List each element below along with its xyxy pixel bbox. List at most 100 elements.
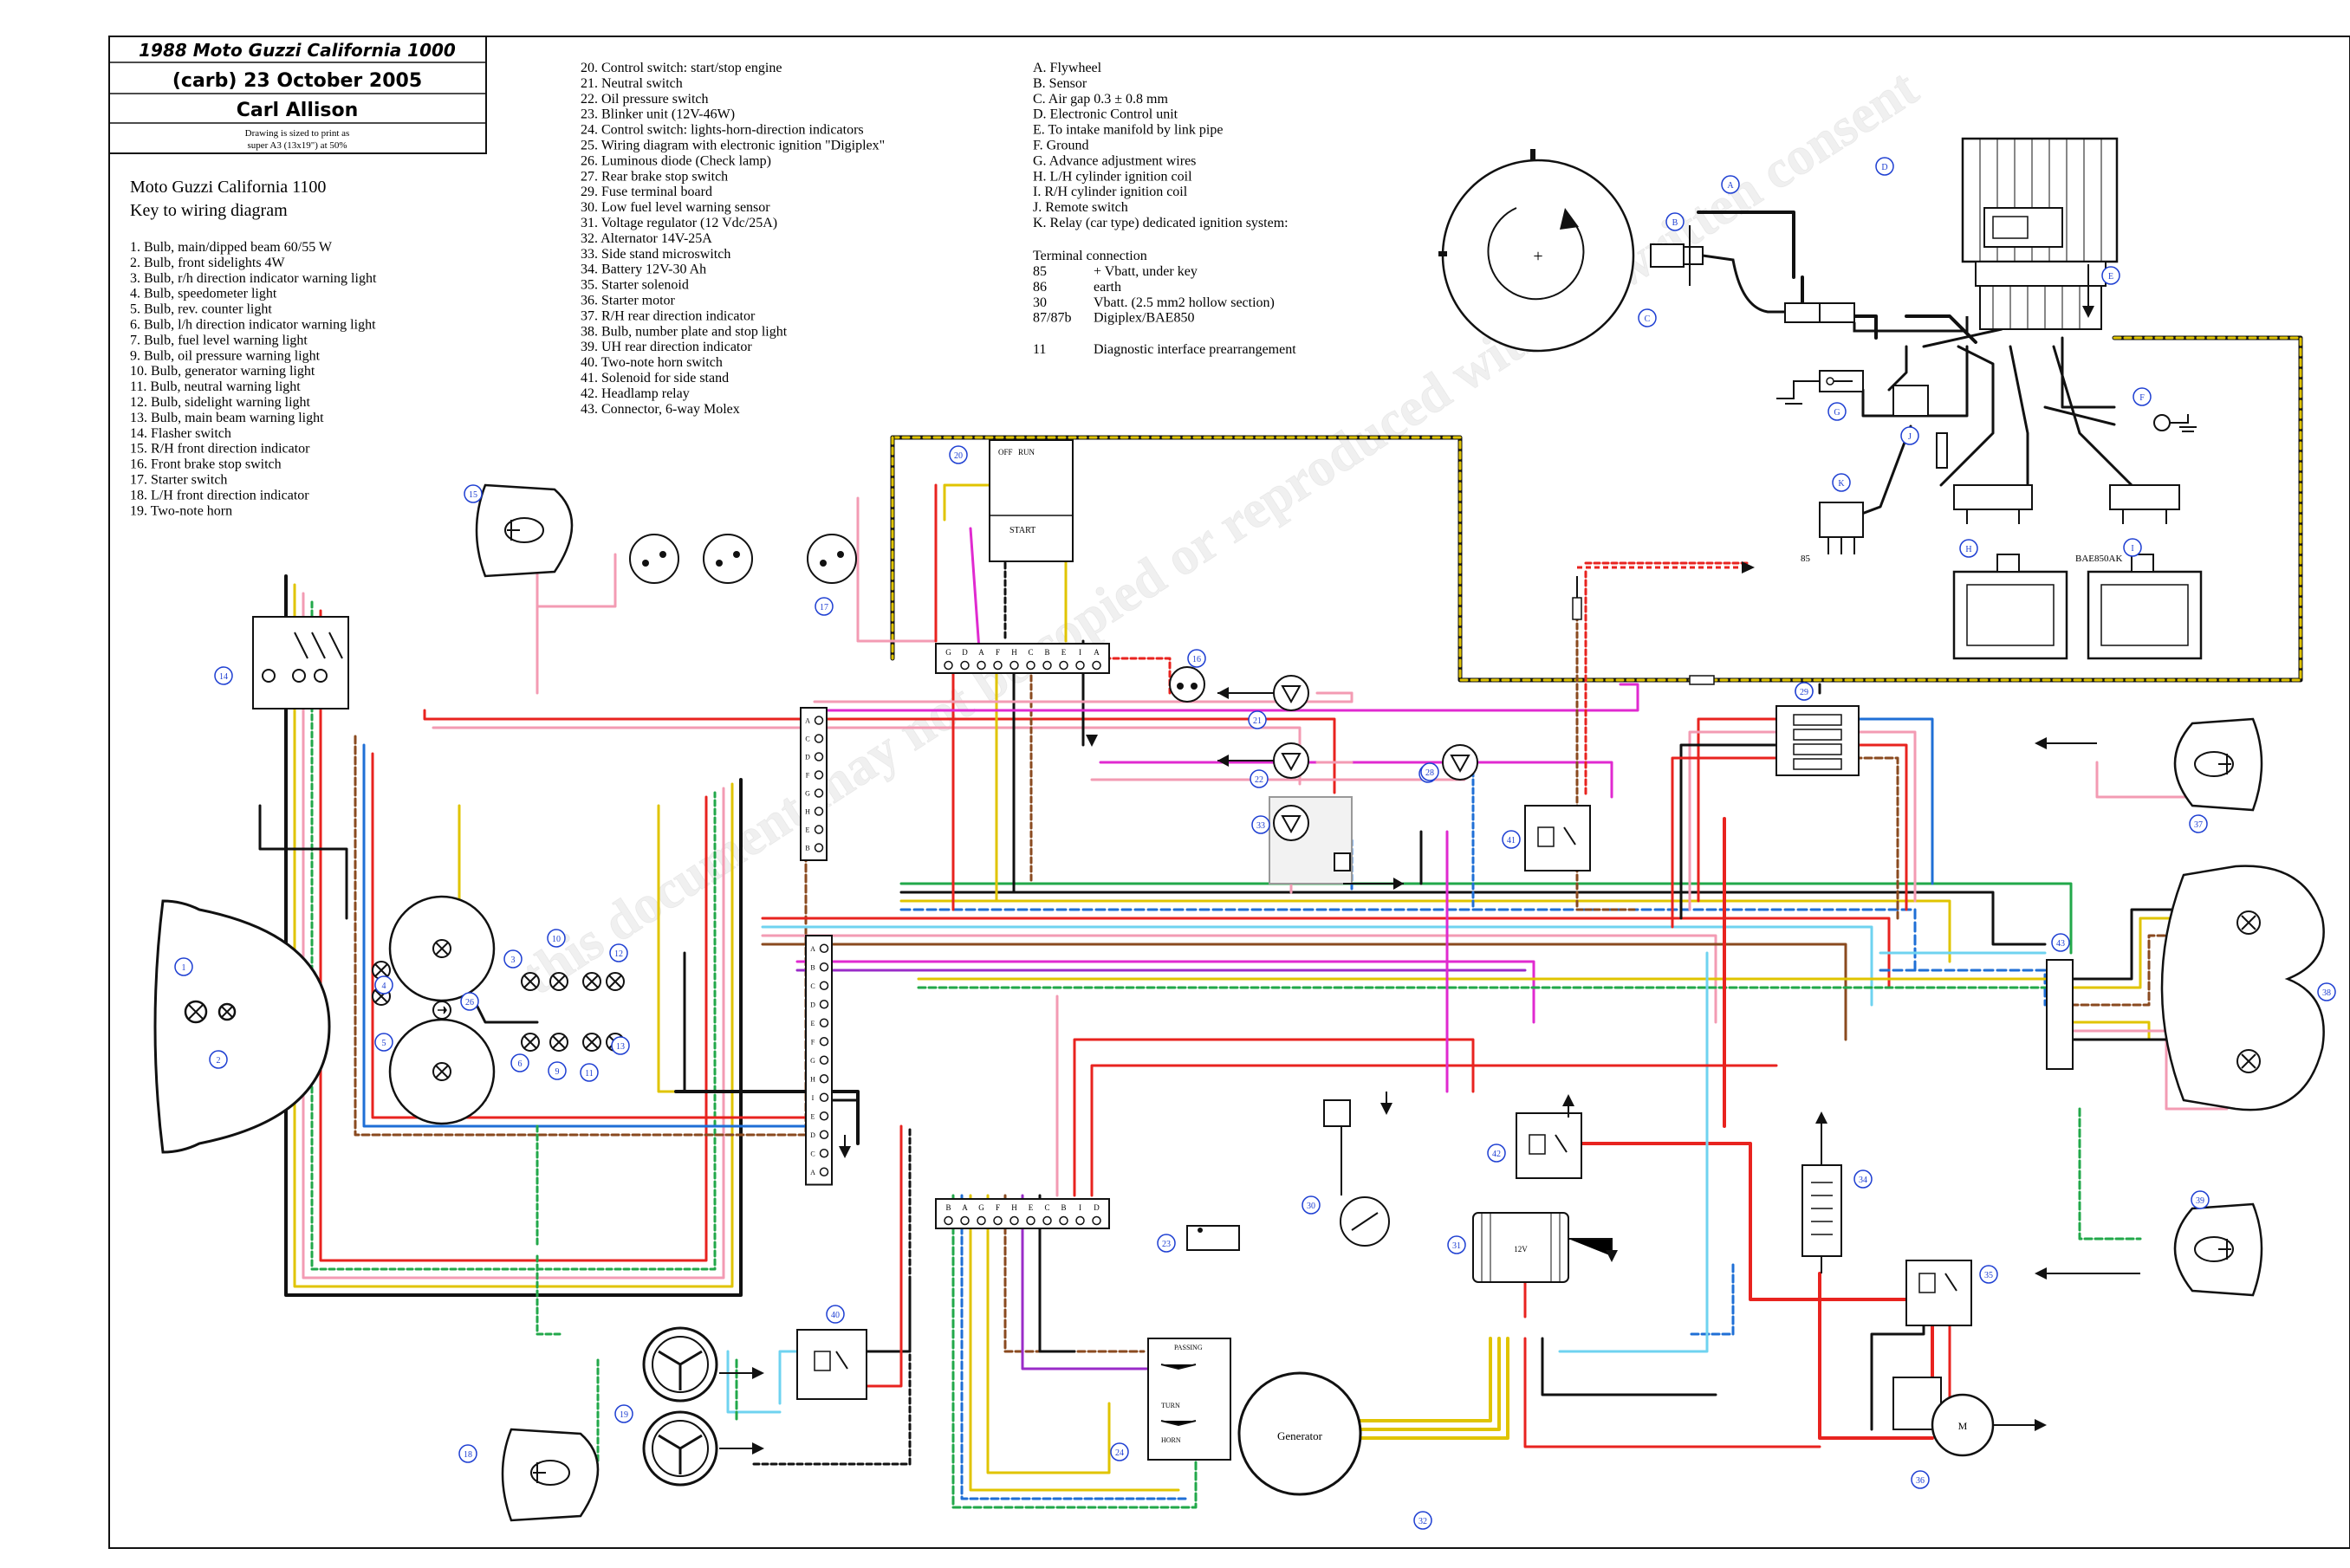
warning-bulb-cross bbox=[585, 1035, 599, 1049]
key-b-item: 22. Oil pressure switch bbox=[581, 92, 709, 107]
key-c-item: E. To intake manifold by link pipe bbox=[1033, 123, 1223, 138]
key-column-2: 20. Control switch: start/stop engine21.… bbox=[581, 61, 885, 417]
key-b-item: 42. Headlamp relay bbox=[581, 386, 690, 401]
strip-letter: G bbox=[945, 648, 951, 657]
strip-letter: D bbox=[1094, 1203, 1100, 1212]
horn-label: HORN bbox=[1161, 1436, 1181, 1444]
ref-marker bbox=[1959, 539, 1978, 558]
ref-marker-text: D bbox=[1881, 163, 1887, 172]
strip-pin bbox=[1026, 1215, 1035, 1226]
key-a-item: 14. Flasher switch bbox=[130, 426, 231, 441]
strip-letter: B bbox=[810, 963, 815, 971]
ref-marker-text: J bbox=[1908, 432, 1912, 442]
strip-letter: B bbox=[1044, 648, 1049, 657]
strip-letter: D bbox=[962, 648, 968, 657]
ref-marker-text: 34 bbox=[1859, 1176, 1867, 1185]
strip-letter: C bbox=[810, 1150, 815, 1157]
strip-letter: F bbox=[996, 648, 1000, 657]
terminal-desc: + Vbatt, under key bbox=[1094, 264, 1198, 279]
key-b-item: 30. Low fuel level warning sensor bbox=[581, 200, 770, 215]
strip-pin bbox=[814, 843, 824, 852]
strip-pin bbox=[814, 716, 824, 725]
ref-marker bbox=[548, 1061, 567, 1080]
ref-marker bbox=[1665, 212, 1685, 231]
key-a-item: 11. Bulb, neutral warning light bbox=[130, 379, 301, 394]
strip-pin bbox=[1059, 1215, 1068, 1226]
ref-marker bbox=[1447, 1235, 1466, 1254]
title-block: 1988 Moto Guzzi California 1000 (carb) 2… bbox=[108, 36, 487, 154]
strip-body bbox=[800, 707, 828, 861]
key-a-item: 4. Bulb, speedometer light bbox=[130, 287, 277, 301]
coil-model-label: BAE850AK bbox=[2075, 554, 2122, 564]
key-switches bbox=[629, 534, 857, 584]
strip-pin bbox=[819, 943, 829, 953]
ref-marker bbox=[2189, 814, 2208, 833]
ref-marker-text: 12 bbox=[614, 949, 623, 959]
strip-letter: C bbox=[1044, 1203, 1049, 1212]
ref-marker bbox=[1420, 762, 1439, 781]
lights-horn-switch: PASSING TURN HORN bbox=[1147, 1338, 1231, 1461]
key-b-item: 26. Luminous diode (Check lamp) bbox=[581, 153, 771, 168]
strip-pin bbox=[814, 770, 824, 780]
strip-letter: C bbox=[805, 735, 809, 743]
ignition-coil-left bbox=[1952, 484, 2068, 660]
strip-pin bbox=[1075, 660, 1085, 671]
title-note-1: Drawing is sized to print as bbox=[245, 128, 350, 139]
warning-bulb-cross bbox=[552, 1035, 566, 1049]
ref-marker-text: 23 bbox=[1162, 1240, 1171, 1249]
ref-marker-text: 40 bbox=[831, 1311, 840, 1320]
ref-marker-text: 24 bbox=[1115, 1448, 1124, 1458]
strip-pin bbox=[1009, 1215, 1019, 1226]
ref-marker bbox=[1979, 1265, 1998, 1284]
key-b-item: 27. Rear brake stop switch bbox=[581, 169, 728, 184]
ref-marker bbox=[464, 484, 483, 503]
strip-letter: A bbox=[810, 945, 815, 953]
ref-marker-text: K bbox=[1838, 479, 1845, 489]
warning-lights bbox=[372, 961, 625, 1052]
ref-marker bbox=[547, 929, 566, 948]
terminal-desc: Diagnostic interface prearrangement bbox=[1094, 342, 1296, 357]
ignition-coil-right: BAE850AK bbox=[2075, 484, 2203, 660]
strip-pin bbox=[960, 660, 970, 671]
fuel-level-sensor bbox=[1323, 1099, 1390, 1247]
strip-letter: D bbox=[810, 1131, 815, 1139]
key-b-item: 38. Bulb, number plate and stop light bbox=[581, 324, 788, 339]
switch-run-label: RUN bbox=[1018, 448, 1035, 457]
ref-marker-text: 16 bbox=[1192, 655, 1201, 664]
warning-bulb-cross bbox=[523, 1035, 537, 1049]
battery bbox=[1801, 1111, 1842, 1273]
ref-marker bbox=[2051, 933, 2070, 952]
strip-letter: A bbox=[978, 648, 984, 657]
headlamp bbox=[153, 899, 331, 1154]
key-b-item: 32. Alternator 14V-25A bbox=[581, 231, 712, 246]
key-a-item: 10. Bulb, generator warning light bbox=[130, 364, 315, 379]
ref-marker bbox=[1250, 769, 1269, 788]
key-c-item: B. Sensor bbox=[1033, 76, 1087, 91]
ref-marker bbox=[949, 445, 968, 464]
generator-label: Generator bbox=[1277, 1429, 1323, 1442]
svg-text:+: + bbox=[1533, 247, 1542, 266]
ref-marker bbox=[1832, 473, 1851, 492]
ref-marker-text: 22 bbox=[1255, 775, 1263, 785]
ref-marker bbox=[1900, 426, 1919, 445]
warning-bulb-cross bbox=[585, 975, 599, 988]
strip-letter: E bbox=[811, 1020, 815, 1027]
ref-marker-text: 1 bbox=[182, 963, 186, 973]
key-a-item: 16. Front brake stop switch bbox=[130, 457, 282, 472]
page-border bbox=[108, 36, 2350, 1549]
strip-pin bbox=[977, 1215, 986, 1226]
ref-marker bbox=[2317, 982, 2336, 1001]
key-c-item: F. Ground bbox=[1033, 139, 1089, 153]
ref-marker-text: 28 bbox=[1425, 768, 1434, 778]
key-b-item: 23. Blinker unit (12V-46W) bbox=[581, 107, 735, 122]
ref-marker bbox=[374, 1033, 393, 1052]
speedometer bbox=[388, 895, 496, 1002]
tail-light bbox=[2160, 865, 2325, 1111]
horn-low bbox=[642, 1410, 764, 1487]
strip-pin bbox=[1092, 660, 1101, 671]
key-c-item: H. L/H cylinder ignition coil bbox=[1033, 169, 1192, 184]
blinker-unit bbox=[1186, 1225, 1240, 1251]
key-a-item: 6. Bulb, l/h direction indicator warning… bbox=[130, 318, 376, 333]
